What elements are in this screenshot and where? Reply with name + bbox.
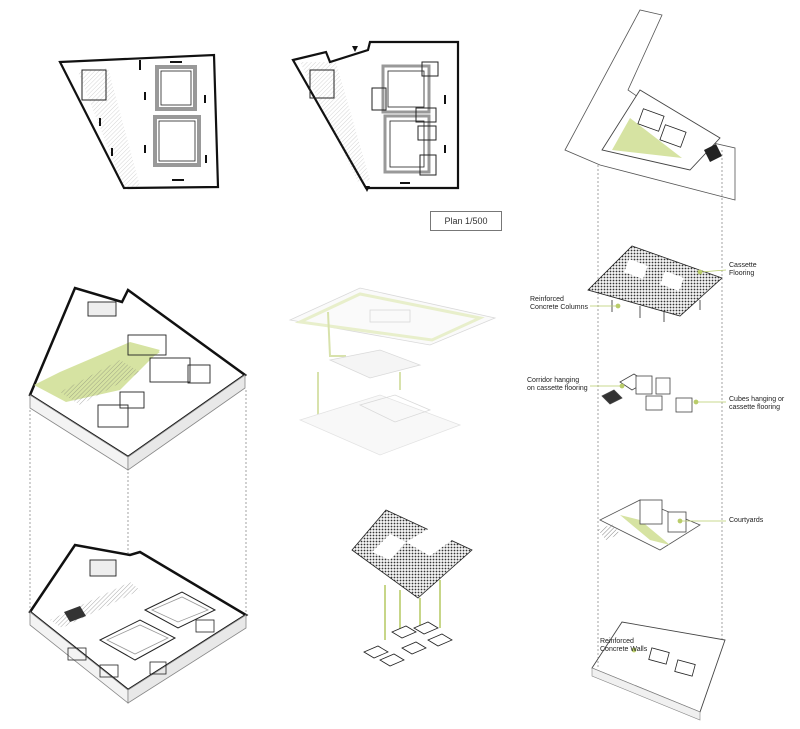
label-line: Cassette <box>729 262 757 269</box>
cassette-roof-exploded <box>351 509 473 667</box>
concrete-walls-layer <box>591 621 726 721</box>
cubes-layer <box>601 373 693 413</box>
exploded-structure-faded <box>288 287 497 456</box>
label-line: Corridor hanging <box>527 377 580 384</box>
floor-plan-lower <box>291 40 460 192</box>
label-line: Courtyards <box>729 517 764 524</box>
label-line: Reinforced <box>600 638 634 645</box>
label-cassette-flooring: Cassette Flooring <box>729 262 757 278</box>
label-line: Flooring <box>729 270 755 277</box>
left-projection-lines <box>29 390 247 615</box>
courtyards-layer <box>598 499 701 551</box>
leader-lines <box>590 269 727 653</box>
label-line: Reinforced <box>530 296 564 303</box>
label-cubes: Cubes hanging or cassette flooring <box>729 396 784 412</box>
site-context <box>564 9 736 201</box>
label-reinforced-walls: Reinforced Concrete Walls <box>600 638 647 654</box>
label-reinforced-columns: Reinforced Concrete Columns <box>530 296 588 312</box>
label-line: Concrete Walls <box>600 646 648 653</box>
right-projection-lines <box>597 150 723 668</box>
cassette-flooring-layer <box>587 245 723 322</box>
label-line: Cubes hanging or <box>729 396 785 403</box>
label-corridor: Corridor hanging on cassette flooring <box>527 377 588 393</box>
label-line: Concrete Columns <box>530 304 588 311</box>
plan-scale-label: Plan 1/500 <box>430 211 502 231</box>
floor-plan-upper <box>58 53 220 190</box>
axonometric-ground-floor <box>28 543 249 704</box>
label-courtyards: Courtyards <box>729 517 763 525</box>
axonometric-upper-floor <box>28 286 248 471</box>
label-line: cassette flooring <box>729 404 780 411</box>
label-line: on cassette flooring <box>527 385 588 392</box>
